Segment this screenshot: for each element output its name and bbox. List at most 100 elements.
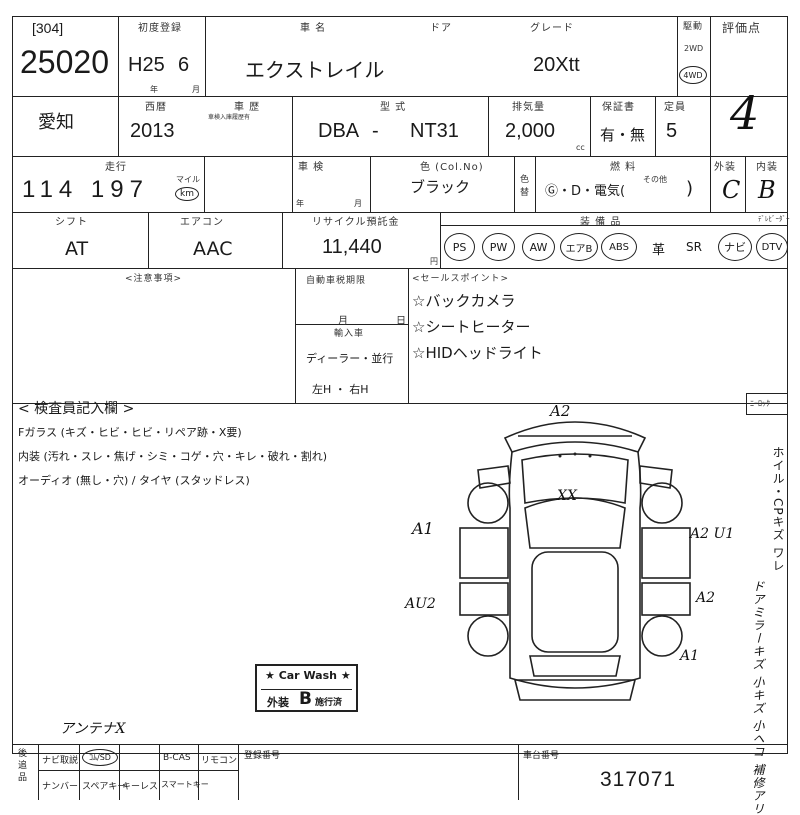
displacement-unit: cc	[576, 143, 585, 152]
color-change-label: 色替	[520, 175, 530, 198]
first-reg-month-unit: 月	[192, 85, 200, 94]
car-wash-title: ★ Car Wash ★	[265, 669, 351, 682]
equip-dtv: DTV	[756, 233, 788, 261]
lot-code: [304]	[32, 20, 64, 36]
equip-airbag: エアB	[560, 233, 598, 261]
drive-4wd-circled: 4WD	[679, 66, 707, 84]
mark-top: A2	[550, 402, 571, 420]
model-code: NT31	[410, 120, 459, 142]
sales-point-2: ☆シートヒーター	[412, 318, 531, 336]
equip-ps: PS	[444, 233, 475, 261]
color-label: 色 (Col.No)	[420, 162, 484, 173]
mileage-km-circled: km	[175, 187, 199, 201]
inspector-title: < 検査員記入欄 >	[18, 401, 135, 417]
equip-leather: 革	[652, 243, 666, 258]
equip-sunroof: SR	[686, 240, 702, 254]
antenna-note: アンテナX	[60, 721, 126, 737]
inspection-label: 車 検	[298, 162, 325, 173]
footer-reg-label: 登録番号	[244, 751, 281, 761]
displacement-value: 2,000	[505, 120, 556, 142]
equip-navi: ナビ	[718, 233, 752, 261]
right-notes-vertical: ホイル・CPキズ ワレ	[771, 446, 785, 573]
deadline-month: 月	[338, 316, 348, 327]
grade-value: 20Xtt	[533, 54, 580, 76]
fuel-close: )	[686, 178, 694, 199]
car-damage-diagram	[459, 421, 691, 701]
drive-4wd: 4WD	[683, 70, 703, 80]
right-notes-handwritten: ドアミラーキズ 小キズ 小ヘコ 補修アリ	[751, 580, 765, 815]
first-reg-era-year: H25	[128, 54, 165, 76]
equip-pw: PW	[482, 233, 515, 261]
footer-item-sd: ｺﾑ/SD	[89, 753, 111, 762]
footer-item-spare-key: スペアキー	[82, 782, 127, 792]
inspector-audio: オーディオ (無し・穴) / タイヤ (スタッドレス)	[18, 474, 250, 487]
score-label: 評価点	[722, 21, 762, 35]
mileage-value: 114 197	[22, 176, 149, 203]
footer-item-keyless: キーレス	[122, 782, 159, 792]
shift-label: シフト	[55, 217, 88, 228]
mark-roof: XX	[557, 488, 577, 504]
fuel-label: 燃 料	[610, 162, 637, 173]
deadline-day: 日	[396, 316, 406, 327]
door-label: ドア	[430, 23, 452, 34]
recycle-label: リサイクル預託金	[312, 217, 400, 228]
mark-right-rear: A2	[696, 590, 716, 606]
interior-label: 内装	[756, 162, 778, 173]
recycle-unit: 円	[430, 257, 438, 266]
deadline-label: 自動車税期限	[306, 276, 367, 286]
drive-2wd: 2WD	[684, 44, 704, 53]
sales-point-3: ☆HIDヘッドライト	[412, 344, 543, 362]
equip-aw: AW	[522, 233, 555, 261]
footer-item-sd-circled: ｺﾑ/SD	[82, 749, 118, 766]
drive-label: 駆動	[683, 22, 704, 32]
equip-abs: ABS	[601, 233, 637, 261]
model-label: 型 式	[380, 102, 407, 113]
model-prefix: DBA	[318, 120, 360, 142]
interior-value: B	[758, 176, 776, 204]
warranty-value: 有・無	[600, 126, 646, 144]
recycle-value: 11,440	[322, 236, 382, 258]
western-year-label: 西暦	[145, 102, 167, 113]
exterior-value: C	[722, 176, 741, 204]
inspection-month-unit: 月	[354, 199, 362, 208]
displacement-label: 排気量	[512, 102, 545, 113]
car-wash-grade-prefix: 外装	[267, 696, 289, 709]
mark-left-front: A1	[412, 519, 434, 538]
mark-rear-right: A1	[680, 648, 700, 664]
import-value: ディーラー・並行	[306, 352, 394, 365]
right-notes-label: ﾆｰﾛｯｸ	[750, 399, 770, 408]
import-hand: 左H ・ 右H	[312, 383, 369, 396]
import-label: 輸入車	[334, 329, 365, 339]
mileage-unit-mile: マイル	[176, 175, 200, 184]
footer-item-bcas: B-CAS	[163, 753, 191, 763]
first-reg-month: 6	[178, 54, 190, 76]
fuel-other-label: その他	[643, 175, 667, 184]
color-value: ブラック	[410, 178, 471, 196]
vehicle-name: エクストレイル	[245, 58, 385, 82]
mileage-unit-km: km	[180, 189, 194, 199]
vehicle-name-label: 車 名	[300, 23, 327, 34]
inspector-interior: 内装 (汚れ・スレ・焦げ・シミ・コゲ・穴・キレ・破れ・割れ)	[18, 450, 328, 463]
aircon-label: エアコン	[180, 217, 224, 228]
expiry-note: 車検入庫履歴有	[208, 114, 251, 121]
equipment-right-label: ﾃﾞﾚﾋﾞｰﾀﾞｰ	[758, 215, 790, 223]
lot-number: 25020	[20, 44, 109, 80]
car-wash-stamp: ★ Car Wash ★ 外装 B 施行済	[255, 664, 358, 712]
notes-label: <注意事項>	[125, 274, 183, 284]
mark-left-rear: AU2	[405, 596, 436, 612]
model-dash: -	[372, 120, 379, 142]
mileage-label: 走行	[105, 162, 127, 173]
sales-points-label: <セールスポイント>	[412, 274, 510, 284]
western-year: 2013	[130, 120, 175, 142]
car-wash-suffix: 施行済	[315, 698, 343, 708]
fuel-options: Ⓖ・D・電気(	[545, 184, 626, 199]
shift-value: AT	[65, 238, 89, 260]
footer-chassis-label: 車台番号	[523, 751, 560, 761]
expiry-label: 車 歴	[234, 102, 261, 113]
inspection-year-unit: 年	[296, 199, 304, 208]
first-reg-year-unit: 年	[150, 85, 158, 94]
mark-right-front: A2 U1	[690, 526, 735, 542]
sales-point-1: ☆バックカメラ	[412, 292, 516, 310]
inspector-glass: Fガラス (キズ・ヒビ・ヒビ・リペア跡・Ⅹ要)	[18, 426, 242, 439]
sheet-border	[12, 16, 788, 754]
